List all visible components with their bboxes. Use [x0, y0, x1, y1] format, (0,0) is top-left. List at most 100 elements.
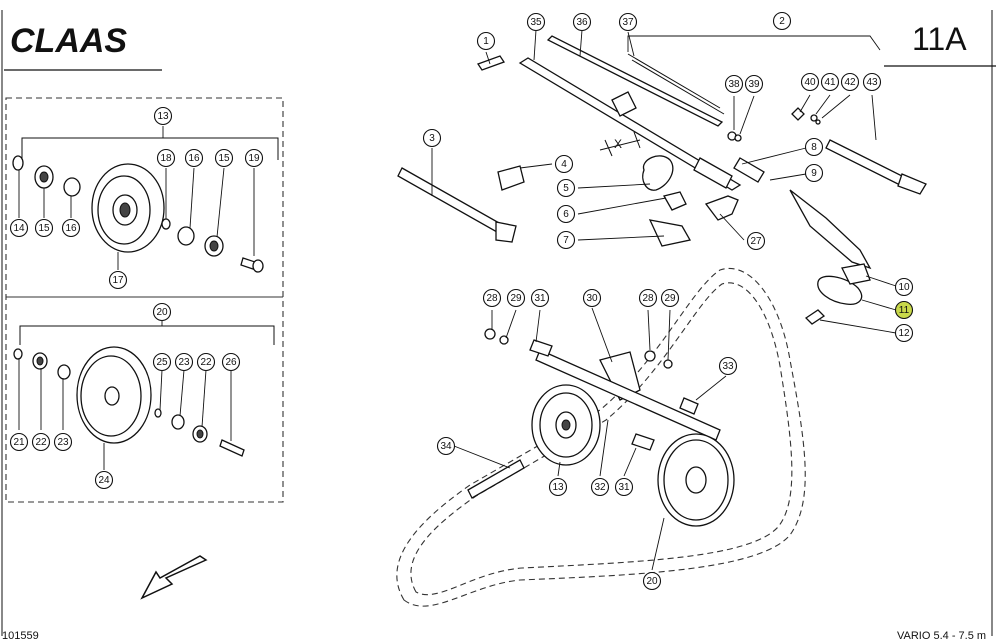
callout-label: 11 [899, 305, 910, 316]
callout-18: 18 [156, 148, 176, 168]
callout-label: 2 [779, 16, 785, 27]
callout-label: 29 [664, 293, 676, 304]
callout-5: 5 [556, 178, 576, 198]
callout-25: 25 [152, 352, 172, 372]
callout-label: 32 [594, 482, 606, 493]
callout-37: 37 [618, 12, 638, 32]
callout-label: 17 [112, 275, 124, 286]
callout-13: 13 [548, 477, 568, 497]
callout-28: 28 [482, 288, 502, 308]
callout-16: 16 [61, 218, 81, 238]
callout-label: 1 [483, 36, 489, 47]
callout-label: 10 [898, 282, 910, 293]
callout-label: 18 [160, 153, 172, 164]
callout-23: 23 [174, 352, 194, 372]
callout-label: 16 [188, 153, 200, 164]
callout-label: 38 [728, 79, 740, 90]
callout-label: 28 [642, 293, 654, 304]
callout-13: 13 [153, 106, 173, 126]
callout-35: 35 [526, 12, 546, 32]
callout-31: 31 [614, 477, 634, 497]
callout-label: 6 [563, 209, 569, 220]
callout-29: 29 [660, 288, 680, 308]
callout-label: 25 [156, 357, 168, 368]
callout-label: 40 [804, 77, 816, 88]
belt-outline-inner [410, 282, 793, 596]
callout-label: 13 [552, 482, 564, 493]
callout-label: 29 [510, 293, 522, 304]
callout-10: 10 [894, 277, 914, 297]
callout-label: 35 [530, 17, 542, 28]
drawing-number: 101559 [2, 630, 39, 639]
callout-12: 12 [894, 323, 914, 343]
page-code: 11A [912, 21, 967, 57]
callout-6: 6 [556, 204, 576, 224]
callout-23: 23 [53, 432, 73, 452]
callout-11: 11 [894, 300, 914, 320]
detail-20-assembly [13, 316, 275, 470]
model-label: VARIO 5,4 - 7,5 m [897, 630, 986, 639]
callout-label: 41 [824, 77, 836, 88]
callout-label: 9 [811, 168, 817, 179]
callout-16: 16 [184, 148, 204, 168]
callout-label: 7 [563, 235, 569, 246]
callout-label: 22 [200, 357, 212, 368]
callout-label: 39 [748, 79, 760, 90]
callout-33: 33 [718, 356, 738, 376]
callout-22: 22 [196, 352, 216, 372]
callout-label: 23 [178, 357, 190, 368]
upper-assembly: X [397, 35, 927, 325]
direction-arrow-icon [140, 555, 208, 600]
callout-label: 26 [225, 357, 237, 368]
callout-label: 3 [429, 133, 435, 144]
callout-label: 42 [844, 77, 856, 88]
callout-label: 14 [13, 223, 25, 234]
callout-27: 27 [746, 231, 766, 251]
callout-30: 30 [582, 288, 602, 308]
callout-label: 30 [586, 293, 598, 304]
callout-label: 22 [35, 437, 47, 448]
callout-38: 38 [724, 74, 744, 94]
callout-label: 27 [750, 236, 762, 247]
callout-41: 41 [820, 72, 840, 92]
callout-39: 39 [744, 74, 764, 94]
detail-13-assembly [12, 126, 279, 273]
callout-label: 5 [563, 183, 569, 194]
callout-19: 19 [244, 148, 264, 168]
callout-label: 36 [576, 17, 588, 28]
callout-24: 24 [94, 470, 114, 490]
callout-43: 43 [862, 72, 882, 92]
callout-label: 24 [98, 475, 110, 486]
callout-26: 26 [221, 352, 241, 372]
callout-label: 21 [13, 437, 25, 448]
callout-label: 8 [811, 142, 817, 153]
callout-label: 43 [866, 77, 878, 88]
callout-label: 16 [65, 223, 77, 234]
callout-label: 23 [57, 437, 69, 448]
callout-8: 8 [804, 137, 824, 157]
detail-box [5, 97, 284, 503]
callout-label: 19 [248, 153, 260, 164]
callout-36: 36 [572, 12, 592, 32]
callout-15: 15 [214, 148, 234, 168]
callout-label: 13 [157, 111, 169, 122]
callout-15: 15 [34, 218, 54, 238]
callout-31: 31 [530, 288, 550, 308]
callout-3: 3 [422, 128, 442, 148]
callout-20: 20 [152, 302, 172, 322]
callout-4: 4 [554, 154, 574, 174]
callout-29: 29 [506, 288, 526, 308]
callout-label: 4 [561, 159, 567, 170]
callout-32: 32 [590, 477, 610, 497]
callout-20: 20 [642, 571, 662, 591]
callout-label: 31 [618, 482, 630, 493]
callout-34: 34 [436, 436, 456, 456]
lower-assembly [467, 328, 735, 527]
callout-7: 7 [556, 230, 576, 250]
callout-label: 31 [534, 293, 546, 304]
callout-label: 20 [646, 576, 658, 587]
callout-28: 28 [638, 288, 658, 308]
leader-lines [431, 29, 897, 571]
callout-22: 22 [31, 432, 51, 452]
callout-label: 15 [218, 153, 230, 164]
